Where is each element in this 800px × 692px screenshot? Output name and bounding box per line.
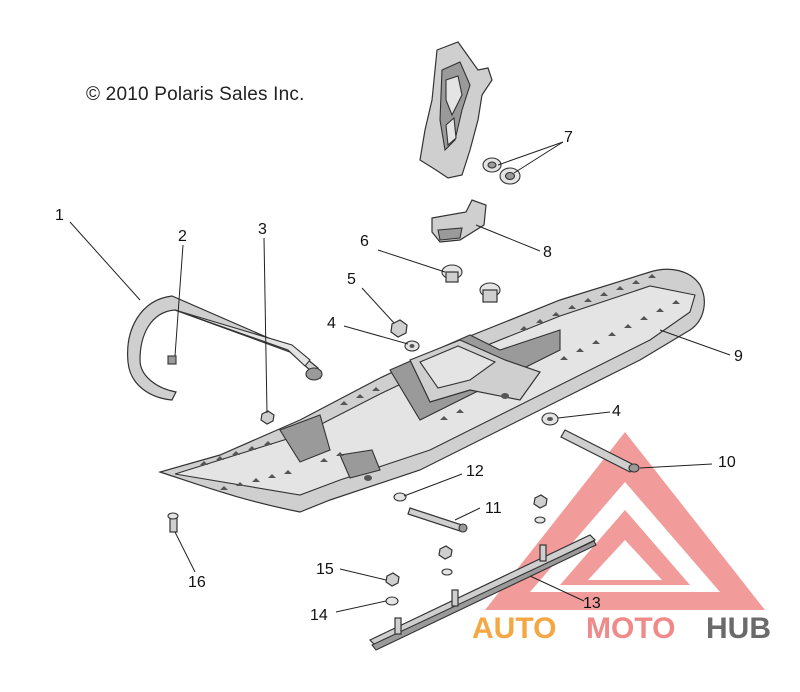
callout-3: 3 bbox=[258, 221, 267, 238]
callout-5: 5 bbox=[347, 271, 356, 288]
callout-2: 2 bbox=[178, 228, 187, 245]
hardware-small bbox=[438, 494, 548, 576]
nut-3 bbox=[260, 410, 275, 425]
callout-11: 11 bbox=[485, 500, 502, 517]
callout-8: 8 bbox=[543, 244, 552, 261]
callout-numbers: 1 2 3 4 4 5 6 7 8 9 10 11 12 13 14 15 16 bbox=[55, 129, 743, 624]
sleeve bbox=[479, 282, 501, 303]
callout-4-right: 4 bbox=[612, 403, 621, 420]
callout-7: 7 bbox=[564, 129, 573, 146]
callout-16: 16 bbox=[188, 574, 206, 591]
pin-10 bbox=[560, 429, 640, 473]
nut-15 bbox=[385, 572, 400, 587]
leader-lines bbox=[69, 141, 731, 613]
bolt-6 bbox=[441, 264, 463, 283]
callout-9: 9 bbox=[734, 348, 743, 365]
washer-14 bbox=[385, 596, 399, 606]
nut-5 bbox=[390, 319, 408, 338]
bushings bbox=[482, 157, 521, 185]
watermark-text: AUTO MOTO HUB bbox=[472, 612, 771, 645]
callout-13: 13 bbox=[583, 595, 601, 612]
copyright-text: © 2010 Polaris Sales Inc. bbox=[86, 84, 305, 105]
bolt-16 bbox=[167, 512, 179, 533]
washer-12 bbox=[393, 492, 407, 502]
watermark-hub: HUB bbox=[706, 612, 771, 645]
bolt-11 bbox=[407, 507, 468, 533]
watermark-auto: AUTO bbox=[472, 612, 556, 645]
pin-2 bbox=[167, 355, 177, 365]
washer-4-left bbox=[404, 340, 420, 352]
washer-4-right bbox=[541, 412, 559, 426]
watermark-moto: MOTO bbox=[586, 612, 675, 645]
watermark-triangle-center bbox=[588, 540, 662, 580]
ski-loop bbox=[127, 295, 323, 401]
callout-12: 12 bbox=[466, 463, 484, 480]
watermark-logo bbox=[485, 432, 765, 610]
callout-1: 1 bbox=[55, 207, 64, 224]
callout-10: 10 bbox=[718, 454, 736, 471]
ski-teeth bbox=[200, 274, 680, 490]
callout-4-left: 4 bbox=[327, 315, 336, 332]
ski-body bbox=[157, 268, 705, 513]
callout-14: 14 bbox=[310, 607, 328, 624]
wear-bar bbox=[368, 534, 597, 651]
callout-6: 6 bbox=[360, 233, 369, 250]
wear-block bbox=[431, 199, 487, 243]
spindle-part bbox=[419, 41, 493, 179]
callout-15: 15 bbox=[316, 561, 334, 578]
